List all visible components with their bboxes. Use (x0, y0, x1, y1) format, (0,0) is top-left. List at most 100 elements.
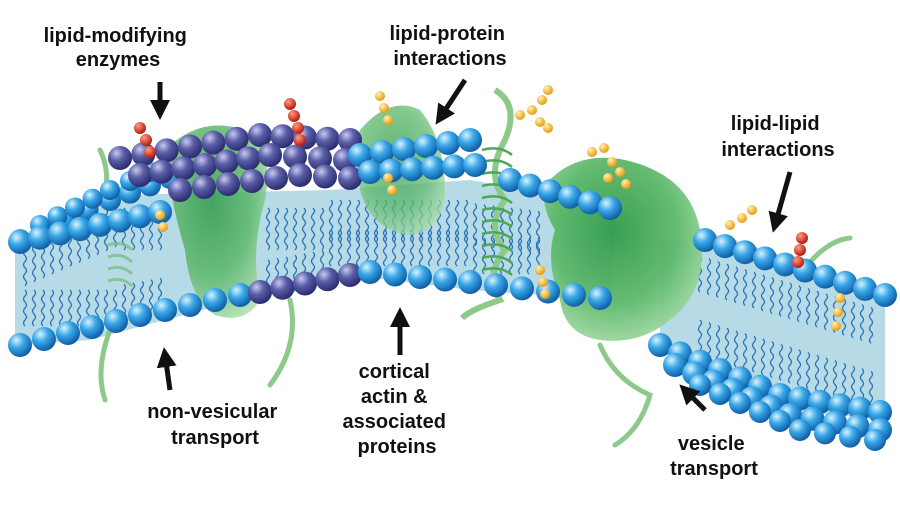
glycan-bead (543, 85, 553, 95)
lipid-tail (265, 207, 271, 251)
raft-lipid-head (288, 163, 312, 187)
glycan-bead (379, 103, 389, 113)
lipid-tail (454, 199, 460, 243)
lipid-tail (319, 207, 325, 251)
lipid-head (518, 173, 542, 198)
lipid-tail (769, 277, 775, 315)
raft-lipid-head (224, 126, 249, 151)
raft-lipid-head (338, 166, 362, 190)
glycan-bead (621, 179, 631, 189)
label-lipid-lipid-interactions: lipid-lipid interactions (721, 113, 834, 161)
label-lipid-modifying-enzymes: lipid-modifying enzymes (44, 25, 193, 71)
lipid-head (433, 267, 457, 292)
raft-lipid-head (178, 134, 202, 159)
glycan-bead (747, 205, 757, 215)
glycan-bead (587, 147, 597, 157)
lipid-head (358, 260, 382, 284)
lipid-head (108, 208, 132, 233)
lipid-head (463, 153, 487, 177)
lipid-head (442, 154, 466, 179)
lipid-tail (535, 210, 541, 254)
lipid-head (8, 333, 32, 357)
lipid-head (813, 264, 837, 289)
glycan-bead (155, 210, 165, 220)
lipid-tail (733, 330, 739, 368)
glycan-bead (543, 123, 553, 133)
lipid-head (562, 282, 586, 307)
lipid-head (82, 188, 103, 209)
glycan-bead (387, 185, 397, 195)
lipid-tail (814, 290, 820, 328)
helix-coils (481, 147, 513, 276)
raft-lipid-head (108, 146, 132, 170)
glycan-bead (288, 110, 300, 122)
lipid-tail (859, 304, 865, 342)
lipid-tail (490, 205, 496, 249)
glycan-bead (607, 157, 617, 167)
raft-lipid-head (214, 149, 239, 174)
glycan-bead (527, 105, 537, 115)
glycan-bead (144, 146, 156, 158)
raft-lipid-head (154, 138, 179, 163)
lipid-tail (517, 237, 523, 275)
raft-lipid-head (171, 156, 196, 181)
raft-lipid-head (315, 126, 340, 151)
lipid-head (773, 252, 797, 277)
lipid-head (588, 286, 612, 310)
lipid-tail (67, 289, 73, 327)
lipid-tail (427, 229, 433, 267)
raft-lipid-head (149, 159, 174, 184)
glycan-bead (535, 265, 545, 275)
lipid-tail (769, 341, 775, 379)
raft-lipid-head (168, 178, 192, 202)
raft-lipid-head (264, 166, 288, 190)
lipid-tail (787, 282, 793, 320)
lipid-head (128, 204, 152, 229)
glycan-bead (725, 220, 735, 230)
glycan-bead (375, 91, 385, 101)
lipid-tail (841, 362, 847, 400)
lipid-tail (742, 333, 748, 370)
lipid-head (68, 217, 92, 242)
lipid-tail (283, 207, 289, 251)
lipid-head (864, 429, 886, 451)
lipid-tail (751, 271, 757, 309)
lipid-head (104, 309, 128, 333)
lipid-tail (832, 360, 838, 397)
raft-lipid-head (270, 124, 295, 149)
lipid-head (769, 410, 791, 432)
glycan-bead (284, 98, 296, 110)
lipid-tail (328, 229, 334, 267)
lipid-tail (58, 289, 64, 327)
lipid-tail (472, 203, 478, 247)
raft-lipid-head (248, 280, 272, 304)
lipid-head (128, 303, 152, 327)
raft-lipid-head (192, 175, 216, 199)
lipid-tail (346, 229, 352, 267)
lipid-tail (508, 237, 514, 275)
lipid-head (648, 333, 672, 357)
lipid-head (383, 262, 407, 287)
lipid-tail (481, 204, 487, 248)
arrow-lipid-lipid-interactions (768, 171, 793, 233)
lipid-head (436, 131, 460, 155)
raft-lipid-head (240, 169, 264, 193)
lipid-head (203, 288, 227, 312)
raft-lipid-head (248, 123, 272, 147)
helical-protein-left (107, 241, 134, 288)
glycan-bead (134, 122, 146, 134)
lipid-tail (841, 298, 847, 336)
lipid-head (47, 206, 68, 227)
arrow-vesicle-transport (679, 384, 707, 412)
glycan-bead (540, 289, 550, 299)
lipid-tail (355, 199, 361, 243)
lipid-head (178, 293, 202, 317)
lipid-head (370, 140, 394, 164)
lipid-head (753, 246, 777, 271)
lipid-tail (823, 357, 829, 395)
lipid-head (789, 419, 811, 441)
lipid-head (421, 155, 445, 180)
lipid-tail (364, 229, 370, 267)
lipid-tail (868, 306, 874, 344)
lipid-tail (463, 199, 469, 243)
